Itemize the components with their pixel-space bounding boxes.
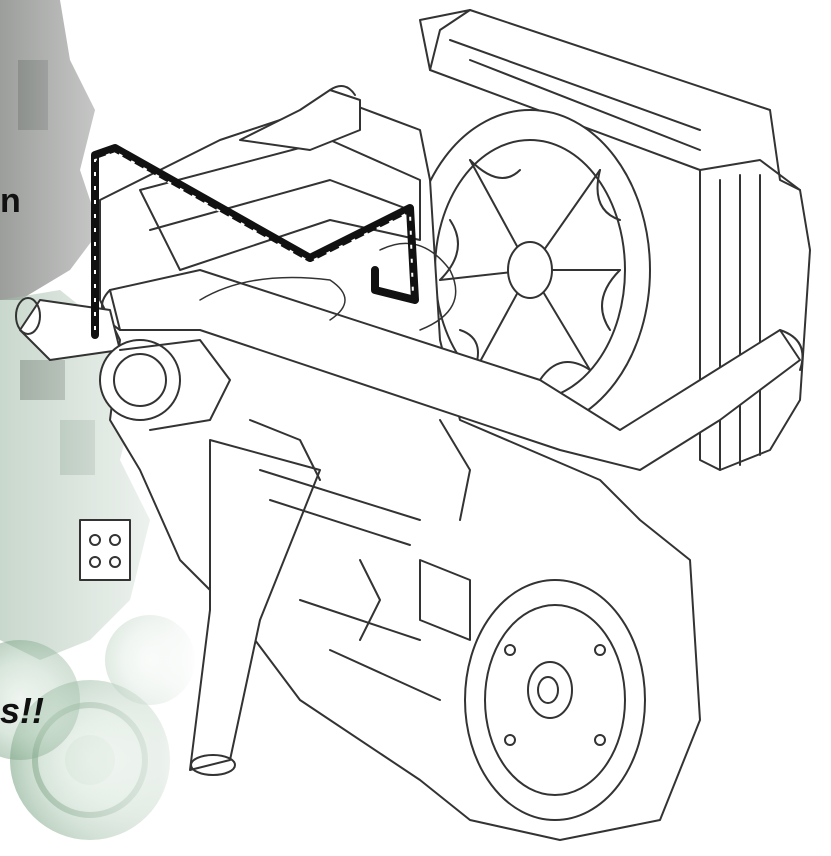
cut-off-text-fragment-exclaim: s!! [0, 690, 44, 731]
cut-off-text-fragment: n [0, 182, 21, 220]
highlighted-harness [91, 144, 419, 339]
